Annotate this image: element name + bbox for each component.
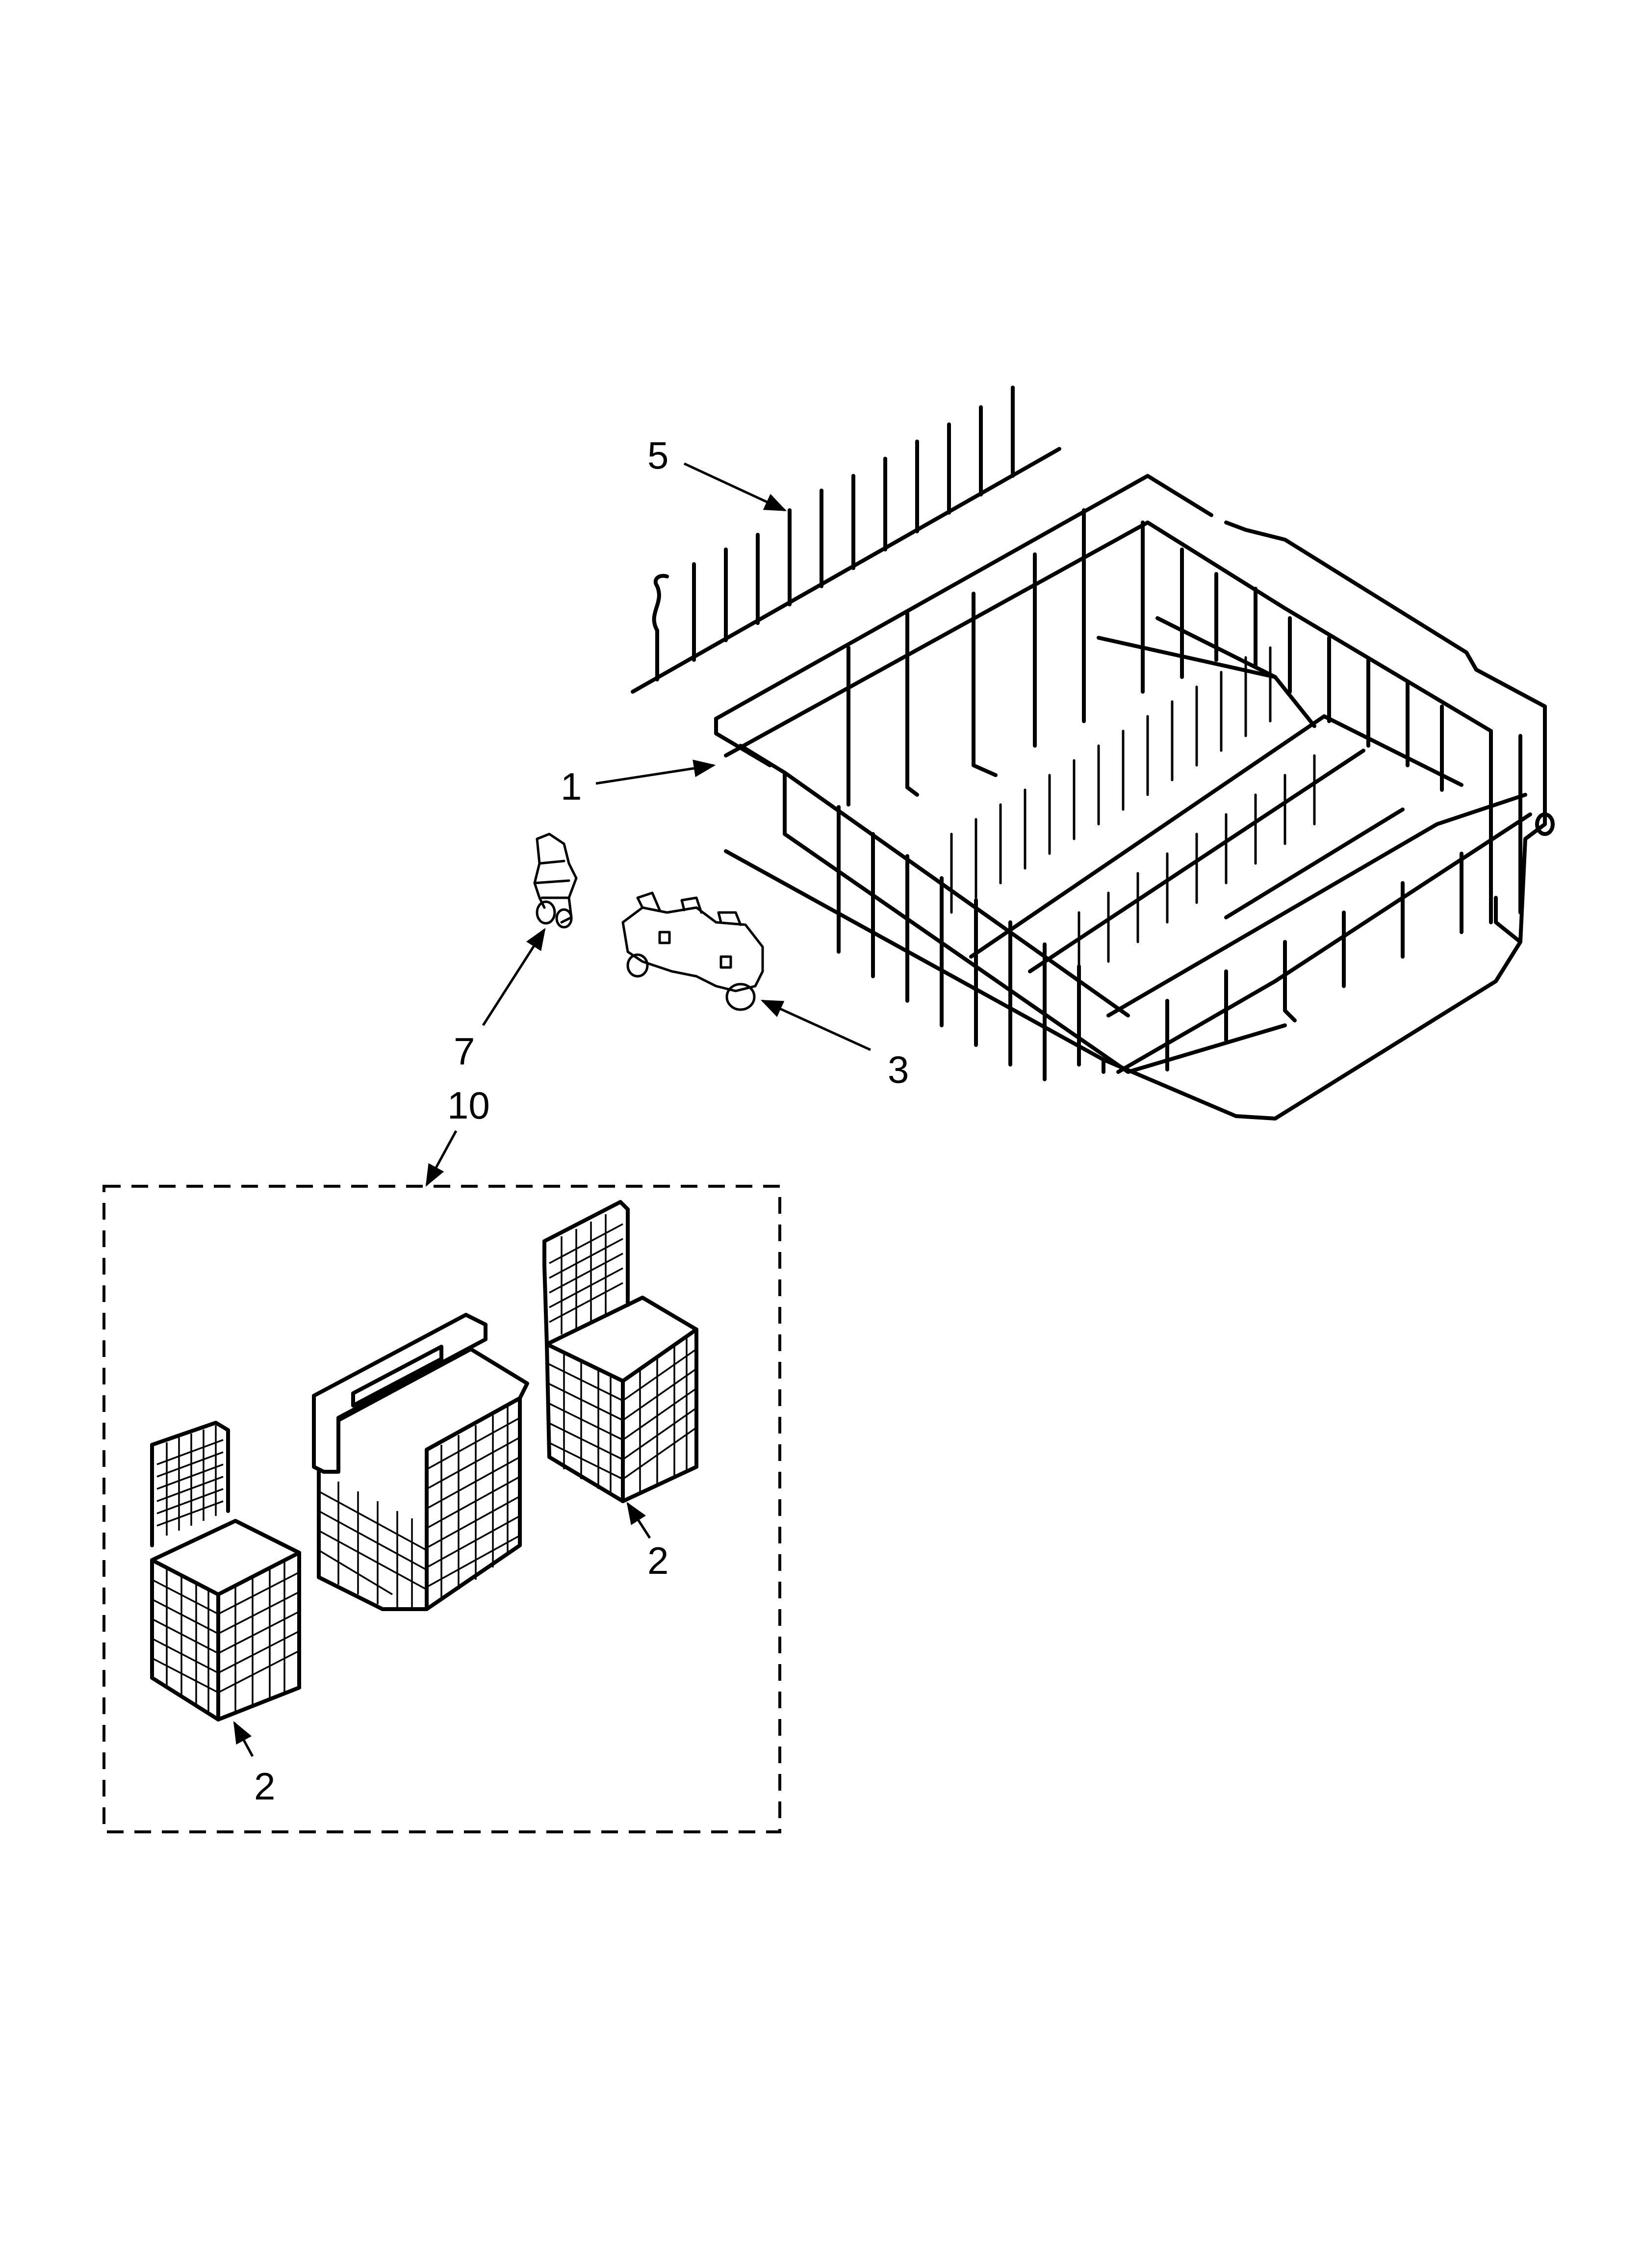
lower-rack-part [714, 474, 1555, 1121]
leader-basket-left [233, 1721, 254, 1757]
callout-roller-assembly: 3 [888, 1048, 909, 1091]
callout-basket-kit: 10 [447, 1084, 490, 1127]
callout-lower-rack: 1 [561, 765, 582, 808]
callout-tines: 5 [647, 434, 668, 477]
callout-basket-right: 2 [647, 1539, 668, 1582]
leader-tines [683, 462, 787, 512]
roller-assembly-part [621, 891, 764, 1011]
basket-center-part [312, 1313, 529, 1611]
leader-rack-clip [482, 928, 546, 1026]
basket-left-part [150, 1421, 301, 1721]
callout-basket-left: 2 [254, 1765, 275, 1808]
leader-basket-kit [425, 1130, 458, 1187]
leader-basket-right [626, 1502, 651, 1539]
callout-rack-clip: 7 [454, 1030, 475, 1073]
rack-clip-part [533, 833, 578, 929]
leader-lower-rack [595, 759, 716, 785]
leader-roller-assembly [760, 999, 872, 1051]
tine-row-part [631, 386, 1061, 694]
basket-right-part [542, 1200, 698, 1503]
